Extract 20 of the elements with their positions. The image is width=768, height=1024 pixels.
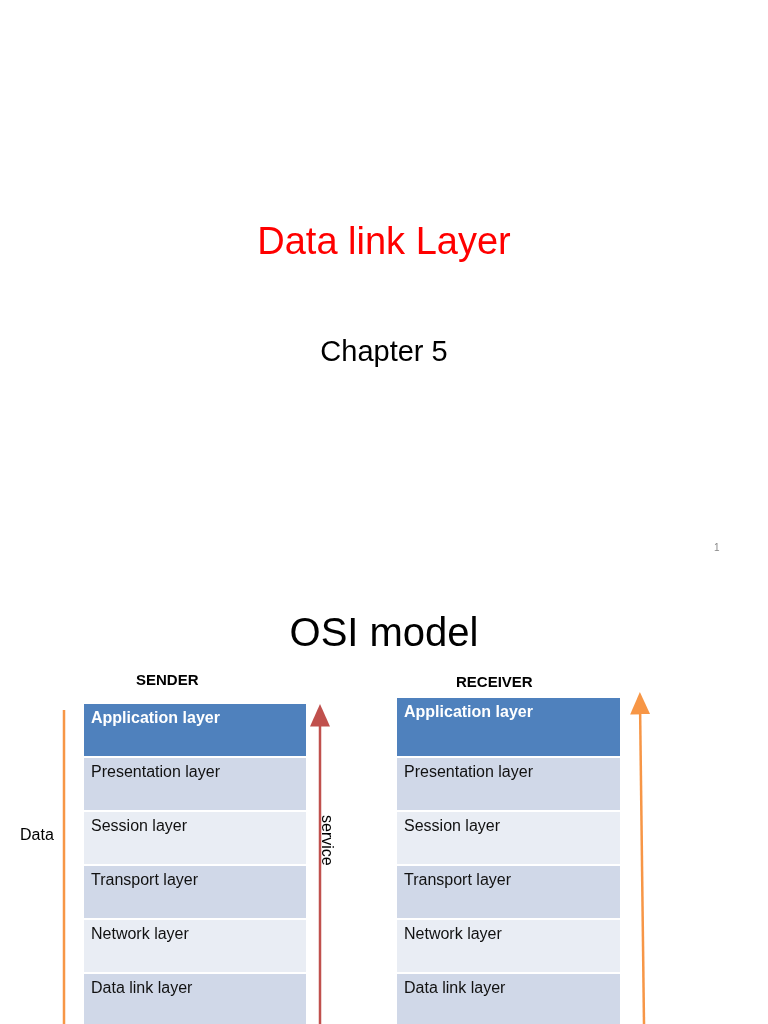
side-label: service: [318, 815, 336, 866]
chapter-subtitle: Chapter 5: [319, 335, 449, 368]
header-layer-box: Application layer: [397, 698, 620, 756]
page-number: 1: [714, 542, 720, 553]
layer-box: Presentation layer: [397, 758, 620, 810]
layer-box: Session layer: [84, 812, 306, 864]
side-label: Data: [20, 826, 54, 844]
column-heading: RECEIVER: [456, 673, 533, 690]
layer-box: Presentation layer: [84, 758, 306, 810]
layer-box: Network layer: [84, 920, 306, 972]
layer-box: Data link layer: [84, 974, 306, 1024]
slide-title: Data link Layer: [256, 220, 512, 263]
layer-box: Transport layer: [84, 866, 306, 918]
column-heading: SENDER: [136, 671, 199, 688]
slide-title: OSI model: [288, 610, 480, 655]
layer-box: Session layer: [397, 812, 620, 864]
layer-box: Data link layer: [397, 974, 620, 1024]
header-layer-box: Application layer: [84, 704, 306, 756]
layer-box: Network layer: [397, 920, 620, 972]
layer-box: Transport layer: [397, 866, 620, 918]
